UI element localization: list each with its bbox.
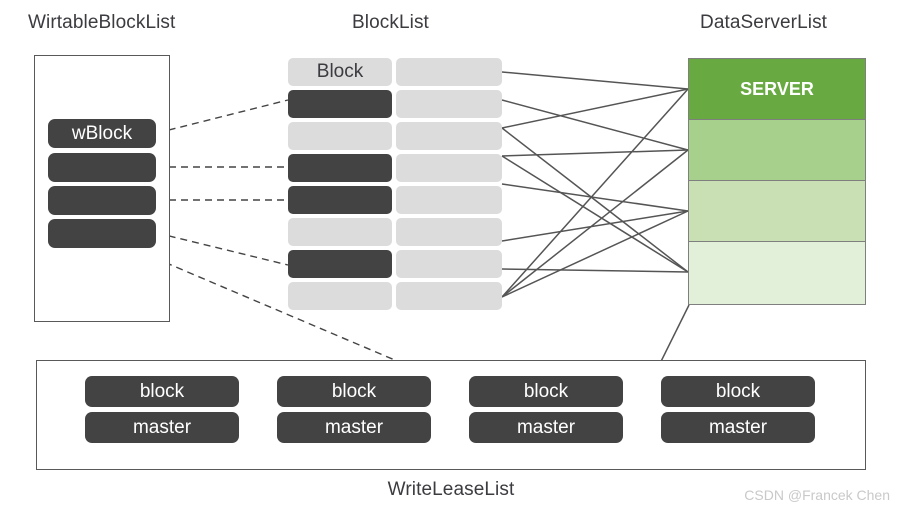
data-server-list: SERVER <box>688 58 866 305</box>
watermark: CSDN @Francek Chen <box>744 487 890 503</box>
writable-block-item-0[interactable]: wBlock <box>48 119 156 148</box>
block-list-cell-left-3[interactable] <box>288 154 392 182</box>
block-list-cell-left-2[interactable] <box>288 122 392 150</box>
block-list-row <box>288 186 502 214</box>
block-list-row <box>288 218 502 246</box>
block-list-cell-right-1[interactable] <box>396 90 502 118</box>
writable-block-item-1[interactable] <box>48 153 156 182</box>
block-list-cell-right-3[interactable] <box>396 154 502 182</box>
writable-block-item-3[interactable] <box>48 219 156 248</box>
block-list-row <box>288 282 502 310</box>
lease-block-2[interactable]: block <box>469 376 623 407</box>
block-list-cell-left-7[interactable] <box>288 282 392 310</box>
block-list-cell-right-0[interactable] <box>396 58 502 86</box>
block-list-row <box>288 154 502 182</box>
writable-block-item-2[interactable] <box>48 186 156 215</box>
block-list-cell-left-6[interactable] <box>288 250 392 278</box>
block-list-cell-right-2[interactable] <box>396 122 502 150</box>
data-server-row-1[interactable] <box>689 120 865 181</box>
lease-block-0[interactable]: block <box>85 376 239 407</box>
write-lease-list-title: WriteLeaseList <box>387 479 515 500</box>
block-list-cell-left-4[interactable] <box>288 186 392 214</box>
lease-master-2[interactable]: master <box>469 412 623 443</box>
block-list-cell-right-7[interactable] <box>396 282 502 310</box>
writable-block-list-title: WirtableBlockList <box>28 12 176 33</box>
block-list-row <box>288 122 502 150</box>
data-server-list-title: DataServerList <box>700 12 828 33</box>
block-list-cell-left-1[interactable] <box>288 90 392 118</box>
block-list-row <box>288 250 502 278</box>
block-list-title: BlockList <box>352 12 429 33</box>
block-list-cell-right-4[interactable] <box>396 186 502 214</box>
block-list-cell-left-5[interactable] <box>288 218 392 246</box>
data-server-row-3[interactable] <box>689 242 865 304</box>
block-list-row <box>288 90 502 118</box>
block-list-cell-right-5[interactable] <box>396 218 502 246</box>
lease-block-1[interactable]: block <box>277 376 431 407</box>
block-list-cell-right-6[interactable] <box>396 250 502 278</box>
lease-master-3[interactable]: master <box>661 412 815 443</box>
lease-block-3[interactable]: block <box>661 376 815 407</box>
block-list-cell-left-0[interactable]: Block <box>288 58 392 86</box>
lease-master-1[interactable]: master <box>277 412 431 443</box>
data-server-row-0[interactable]: SERVER <box>689 59 865 120</box>
block-list-grid: Block <box>288 58 502 310</box>
block-list-row: Block <box>288 58 502 86</box>
lease-master-0[interactable]: master <box>85 412 239 443</box>
data-server-row-2[interactable] <box>689 181 865 242</box>
